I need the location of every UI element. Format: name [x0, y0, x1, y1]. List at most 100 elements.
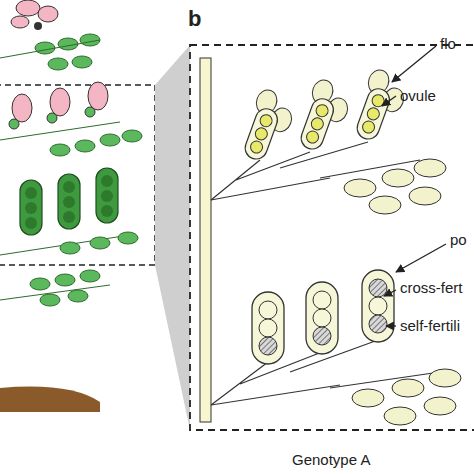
- pod: [313, 291, 331, 309]
- plant-top: [38, 6, 58, 22]
- plant-top: [35, 42, 55, 54]
- zoom-funnel: [155, 45, 190, 430]
- pod: [369, 279, 387, 297]
- flower: [370, 93, 385, 108]
- flower: [298, 96, 336, 152]
- plant-base: [0, 387, 100, 412]
- plant-pods: [20, 180, 42, 235]
- part-label: po: [450, 232, 467, 247]
- flower: [310, 116, 325, 131]
- plant-top: [72, 56, 92, 68]
- plant-flowers: [88, 82, 108, 110]
- flower: [366, 106, 381, 121]
- plant-base: [80, 270, 100, 282]
- flower-branch: [414, 159, 446, 177]
- zoom-panel: [190, 45, 474, 430]
- flower-branch: [211, 178, 330, 200]
- pod-branch: [352, 389, 384, 407]
- plant-flowers: [75, 140, 95, 152]
- pod: [306, 282, 338, 354]
- plant-top: [34, 22, 42, 30]
- leader-arrow: [382, 96, 396, 106]
- flower-branch: [409, 187, 441, 205]
- plant-pods: [118, 232, 138, 244]
- plant-base: [30, 278, 50, 290]
- plant-flowers: [9, 119, 19, 129]
- plant-flowers: [85, 107, 95, 117]
- pod-branch: [392, 379, 424, 397]
- part-label: flo: [440, 36, 456, 51]
- pod: [369, 315, 387, 333]
- flower: [242, 106, 280, 162]
- flower: [361, 119, 376, 134]
- pod-branch: [211, 385, 340, 405]
- leader-arrow: [384, 290, 396, 296]
- plant-pods: [25, 187, 37, 199]
- plant-pods: [63, 196, 75, 208]
- plant-pods: [25, 217, 37, 229]
- plant-flowers: [0, 82, 142, 156]
- part-label: ovule: [400, 88, 436, 103]
- pod-branch: [384, 407, 416, 425]
- flower-branch: [344, 179, 376, 197]
- plant-pods: [63, 211, 75, 223]
- leader-arrow: [396, 244, 446, 272]
- flower: [305, 129, 320, 144]
- leader-arrow: [392, 46, 436, 82]
- flower: [237, 67, 411, 166]
- zoom-funnel: [155, 45, 190, 430]
- plant-flowers: [122, 130, 142, 142]
- plant-top: [48, 58, 68, 70]
- panel-letter: b: [188, 8, 201, 30]
- plant-pods: [0, 168, 138, 255]
- plant-pods: [0, 235, 130, 255]
- plant-top: [11, 16, 29, 28]
- plant-top: [0, 0, 100, 70]
- flower: [254, 126, 269, 141]
- plant-top: [80, 34, 100, 46]
- zoom-source-box: [0, 85, 155, 265]
- plant-flowers: [100, 134, 120, 146]
- pod: [252, 292, 284, 364]
- pod: [369, 297, 387, 315]
- pod: [313, 327, 331, 345]
- plant-base: [0, 270, 110, 412]
- pod: [259, 337, 277, 355]
- plant-pods: [60, 242, 80, 254]
- plant-top: [16, 0, 40, 16]
- part-label: cross-fert: [400, 280, 463, 295]
- plant-pods: [90, 237, 110, 249]
- flower: [249, 139, 264, 154]
- plant-top: [0, 40, 100, 58]
- plant-flowers: [47, 113, 57, 123]
- flower: [258, 113, 273, 128]
- zoom-source-box: [0, 85, 155, 265]
- part-label: self-fertili: [400, 318, 460, 333]
- flower: [314, 103, 329, 118]
- plant-flowers: [50, 88, 70, 116]
- plant-pods: [96, 168, 118, 223]
- plant-pods: [63, 181, 75, 193]
- leader-arrow: [386, 325, 396, 326]
- zoom-panel: [200, 58, 211, 422]
- pod: [313, 309, 331, 327]
- plant-pods: [25, 202, 37, 214]
- pod-branch: [211, 340, 461, 425]
- pod: [259, 319, 277, 337]
- plant-flowers: [12, 94, 32, 122]
- plant-base: [55, 274, 75, 286]
- plant-flowers: [50, 144, 70, 156]
- flower: [354, 86, 392, 142]
- plant-pods: [101, 175, 113, 187]
- zoom-panel: [190, 45, 474, 430]
- flower-branch: [382, 169, 414, 187]
- plant-pods: [101, 190, 113, 202]
- flower-branch: [369, 196, 401, 214]
- pod: [259, 301, 277, 319]
- flower-branch: [211, 142, 420, 200]
- pod-branch: [429, 369, 461, 387]
- plant-pods: [101, 205, 113, 217]
- plant-base: [40, 294, 60, 306]
